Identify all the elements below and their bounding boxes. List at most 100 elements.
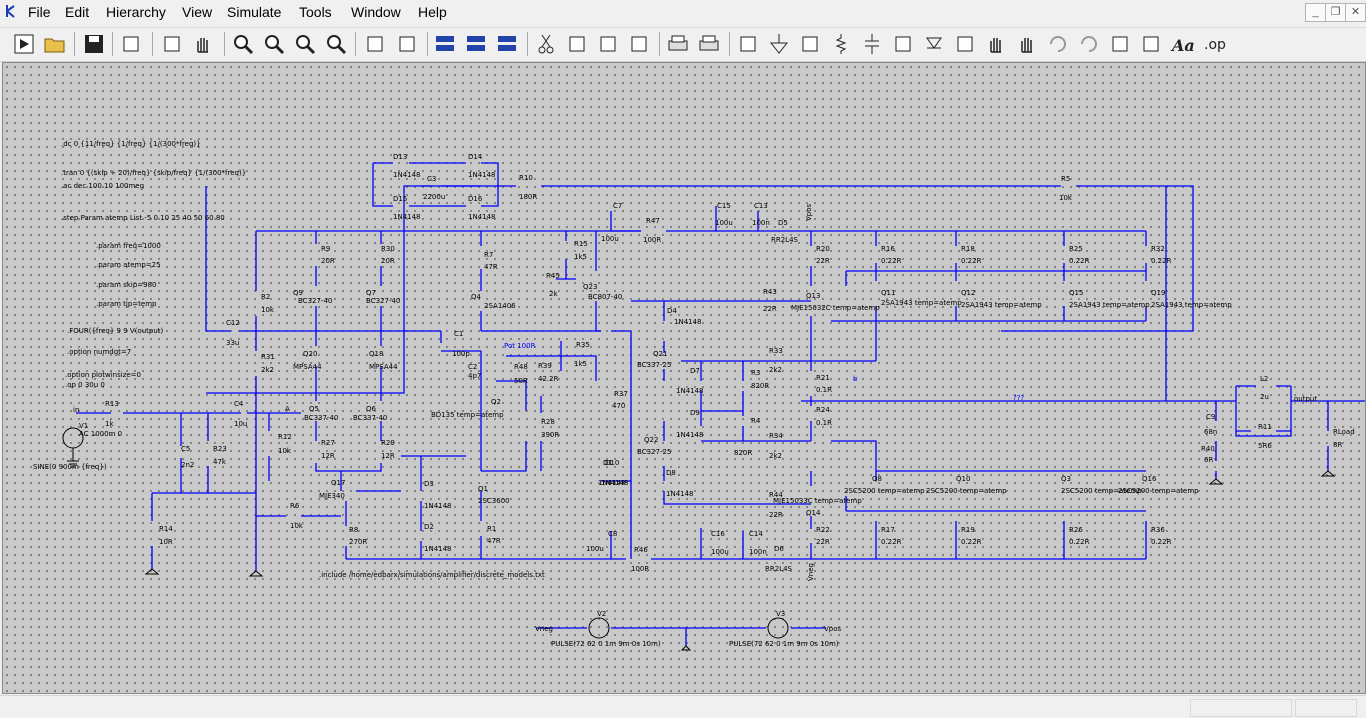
menu-help[interactable]: Help xyxy=(418,4,447,20)
undo-button[interactable] xyxy=(1045,31,1071,57)
component-value-r39: 42.2R xyxy=(538,375,559,383)
spice-directive-icon: .op xyxy=(1204,37,1226,53)
component-name-r44: R44 xyxy=(769,491,783,499)
save-button[interactable] xyxy=(81,31,107,57)
redo-button[interactable] xyxy=(1076,31,1102,57)
rotate-button[interactable] xyxy=(1107,31,1133,57)
resistor-button[interactable] xyxy=(828,31,854,57)
component-value-l2: 2u xyxy=(1260,393,1269,401)
component-name-r19: R19 xyxy=(961,526,975,534)
ground-symbol-v1[interactable] xyxy=(67,448,79,468)
capacitor-button[interactable] xyxy=(859,31,885,57)
component-name-r40: R40 xyxy=(1201,445,1215,453)
close-button[interactable]: ✕ xyxy=(1345,3,1366,22)
schematic-drawing[interactable]: .dc 0 {11/freq} {1/freq} {1/(300*freq)}.… xyxy=(3,63,1365,693)
component-button[interactable] xyxy=(952,31,978,57)
menu-file[interactable]: File xyxy=(28,4,51,20)
drag-hand-icon xyxy=(1021,38,1032,53)
zoom-in-button[interactable] xyxy=(230,31,256,57)
component-value-r13: 1k xyxy=(105,420,114,428)
draw-wire-button[interactable] xyxy=(735,31,761,57)
component-value-r21: 0.1R xyxy=(816,386,832,394)
drag-hand-button[interactable] xyxy=(1014,31,1040,57)
node-label-b: b xyxy=(853,375,858,383)
component-name-q7: Q7 xyxy=(366,289,376,297)
diode-button[interactable] xyxy=(921,31,947,57)
open-folder-icon xyxy=(44,38,65,53)
autorange-button[interactable] xyxy=(394,31,420,57)
run-man-button[interactable] xyxy=(159,31,185,57)
spice-directive: .param atemp=25 xyxy=(96,261,161,269)
print-setup-button[interactable] xyxy=(696,31,722,57)
rotate-icon xyxy=(1112,36,1128,52)
menu-simulate[interactable]: Simulate xyxy=(227,4,282,20)
spice-directive: .ac dec 100 10 100meg xyxy=(61,182,144,190)
zoom-out-button[interactable] xyxy=(292,31,318,57)
component-value-r22: 22R xyxy=(816,538,830,546)
component-name-r17: R17 xyxy=(881,526,895,534)
component-name-c12: C12 xyxy=(226,319,240,327)
component-value-r8: 270R xyxy=(349,538,367,546)
toolbar-separator xyxy=(355,32,356,56)
menu-tools[interactable]: Tools xyxy=(299,4,332,20)
ground-symbols[interactable] xyxy=(144,470,1336,577)
inductor-button[interactable] xyxy=(890,31,916,57)
menu-view[interactable]: View xyxy=(182,4,213,20)
find-button[interactable] xyxy=(626,31,652,57)
schematic-canvas[interactable]: .dc 0 {11/freq} {1/freq} {1/(300*freq)}.… xyxy=(2,62,1366,694)
v3-source-symbol[interactable] xyxy=(767,617,789,639)
zoom-cancel-button[interactable] xyxy=(323,31,349,57)
ground-symbol-v2v3[interactable] xyxy=(680,645,692,651)
component-name-q22: Q22 xyxy=(644,436,658,444)
net-label-button[interactable] xyxy=(797,31,823,57)
component-name-r48: R48 xyxy=(514,363,528,371)
menu-window[interactable]: Window xyxy=(351,4,401,20)
tile-horizontal-button[interactable] xyxy=(432,31,458,57)
move-hand-button[interactable] xyxy=(983,31,1009,57)
tile-horizontal-icon xyxy=(436,36,454,51)
tile-vertical-icon xyxy=(498,36,516,51)
zoom-pan-button[interactable] xyxy=(261,31,287,57)
v2-source-symbol[interactable] xyxy=(588,617,610,639)
copy-button[interactable] xyxy=(564,31,590,57)
print-setup-icon xyxy=(699,35,719,51)
component-value-q1: 2SC3600 xyxy=(478,497,510,505)
ground-button[interactable] xyxy=(766,31,792,57)
minimize-button[interactable]: _ xyxy=(1305,3,1326,22)
text-button[interactable]: Aa xyxy=(1169,31,1195,57)
component-value-r40: 6R xyxy=(1204,456,1213,464)
component-name-c9: C9 xyxy=(1206,413,1215,421)
menu-hierarchy[interactable]: Hierarchy xyxy=(106,4,166,20)
open-folder-button[interactable] xyxy=(42,31,68,57)
menu-edit[interactable]: Edit xyxy=(65,4,90,20)
component-name-q8: Q8 xyxy=(872,475,882,483)
copy-icon xyxy=(569,36,585,52)
component-value-r5: 10k xyxy=(1059,194,1073,202)
restore-button[interactable]: ❐ xyxy=(1325,3,1346,22)
component-value-r36: 0.22R xyxy=(1151,538,1172,546)
move-hand-icon xyxy=(990,38,1001,53)
cascade-button[interactable] xyxy=(463,31,489,57)
component-name-q6: Q6 xyxy=(366,405,377,413)
ltspice-logo-icon xyxy=(6,5,15,18)
plot-settings-button[interactable] xyxy=(362,31,388,57)
component-value-r44: 22R xyxy=(769,511,783,519)
halt-hand-button[interactable] xyxy=(190,31,216,57)
component-value-r37: 470 xyxy=(612,402,625,410)
cut-button[interactable] xyxy=(533,31,559,57)
component-value-q21: BC337-25 xyxy=(637,361,671,369)
mirror-button[interactable] xyxy=(1138,31,1164,57)
paste-button[interactable] xyxy=(595,31,621,57)
component-value-r26: 0.22R xyxy=(1069,538,1090,546)
component-value-q22: BC327-25 xyxy=(637,448,671,456)
component-name-r27: R27 xyxy=(321,439,335,447)
print-button[interactable] xyxy=(665,31,691,57)
spice-directive-button[interactable]: .op xyxy=(1200,31,1226,57)
tile-vertical-button[interactable] xyxy=(494,31,520,57)
run-button[interactable] xyxy=(11,31,37,57)
component-name-q21: Q21 xyxy=(653,350,667,358)
component-name-r6: R6 xyxy=(290,502,300,510)
control-panel-button[interactable] xyxy=(118,31,144,57)
component-name-c5: C5 xyxy=(181,445,190,453)
component-name-rload: RLoad xyxy=(1333,428,1355,436)
